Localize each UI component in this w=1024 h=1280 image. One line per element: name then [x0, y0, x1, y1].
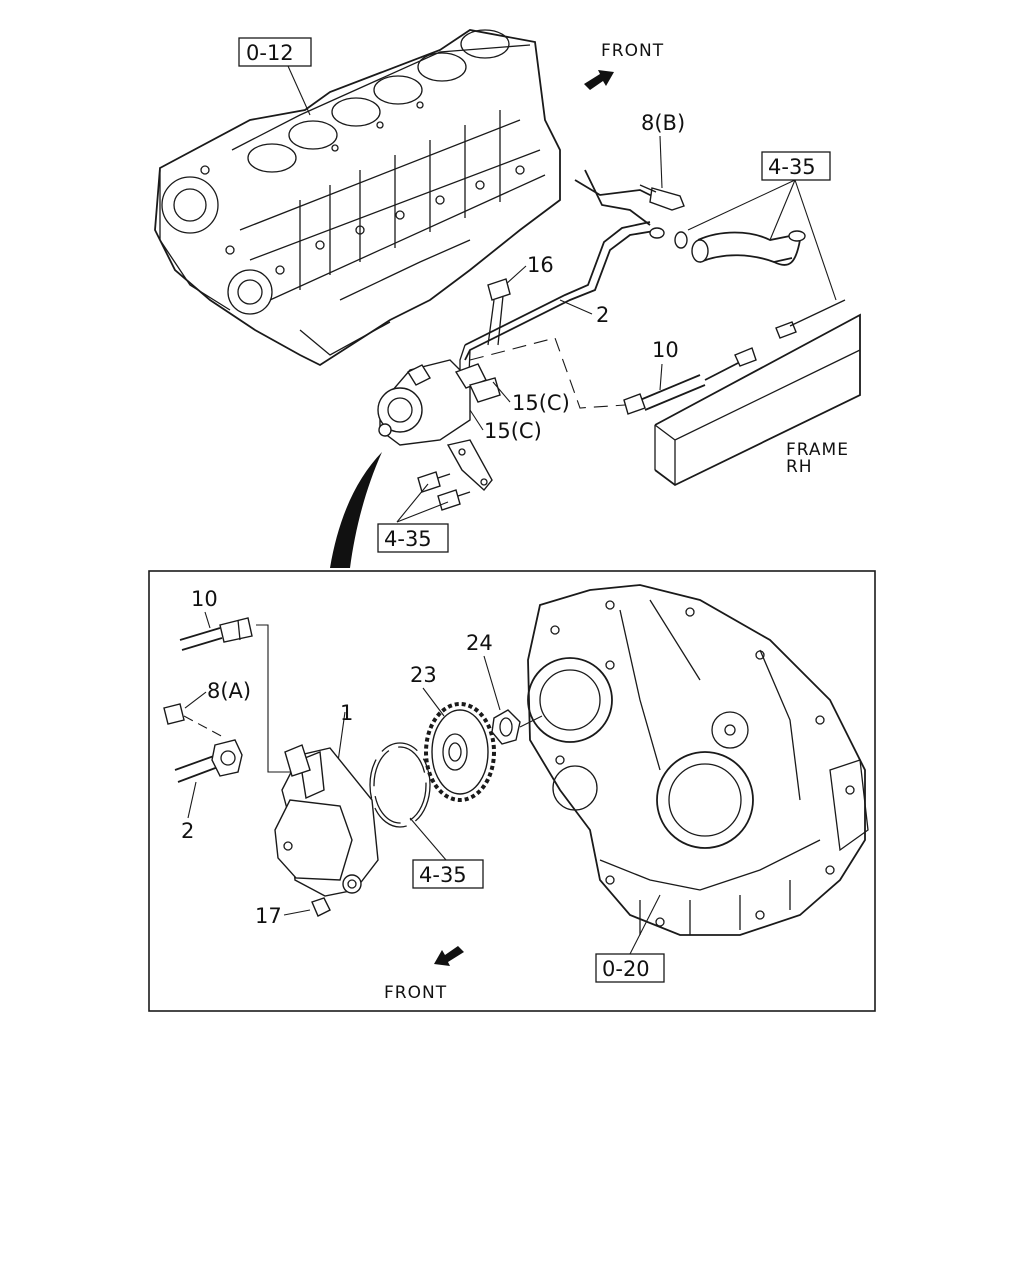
front-label-bottom: FRONT [384, 983, 447, 1003]
vacuum-pump-upper [377, 359, 501, 446]
o-ring [369, 742, 431, 828]
front-arrow-top: FRONT [584, 41, 664, 90]
front-arrow-icon [434, 946, 464, 966]
clips-15c: 15(C) 15(C) [469, 381, 570, 443]
callout-16: 16 [527, 253, 554, 277]
callout-23: 23 [410, 663, 437, 687]
bolt-8b: 8(B) [639, 111, 685, 211]
callout-24: 24 [466, 631, 493, 655]
callout-2-lower: 2 [181, 819, 194, 843]
detail-pointer-icon [330, 452, 382, 568]
ref-4-35-top-label: 4-35 [768, 155, 816, 179]
ref-box-0-12: 0-12 [238, 37, 312, 116]
hose-10-upper: 10 [623, 338, 757, 415]
link-line-upper [469, 337, 626, 409]
frame-label-line2: RH [786, 457, 813, 477]
ref-0-12-label: 0-12 [246, 41, 294, 65]
callout-8b: 8(B) [641, 111, 685, 135]
front-label-top: FRONT [601, 41, 664, 61]
callout-8a: 8(A) [207, 679, 251, 703]
callout-1: 1 [340, 701, 353, 725]
engine-block [154, 29, 561, 367]
nut-24 [491, 709, 521, 745]
bracket-bolts: 4-35 [377, 439, 493, 553]
callout-10-lower: 10 [191, 587, 218, 611]
detail-box: 10 8(A) 2 1 17 [148, 570, 876, 1012]
frame-label-line1: FRAME [786, 440, 849, 460]
callout-10-upper: 10 [652, 338, 679, 362]
gear-23 [424, 702, 496, 802]
bolt-16: 16 [487, 253, 554, 346]
hose-group: 4-35 [674, 151, 837, 301]
callout-15c-b: 15(C) [484, 419, 542, 443]
ref-0-20-label: 0-20 [602, 957, 650, 981]
frame-rh: FRAME RH [654, 299, 861, 487]
front-arrow-icon [584, 70, 614, 90]
callout-15c-a: 15(C) [512, 391, 570, 415]
ref-4-35-lower-label: 4-35 [419, 863, 467, 887]
gear-case-housing [527, 584, 869, 936]
callout-2-upper: 2 [596, 303, 609, 327]
ref-4-35-mid-label: 4-35 [384, 527, 432, 551]
callout-17: 17 [255, 904, 282, 928]
